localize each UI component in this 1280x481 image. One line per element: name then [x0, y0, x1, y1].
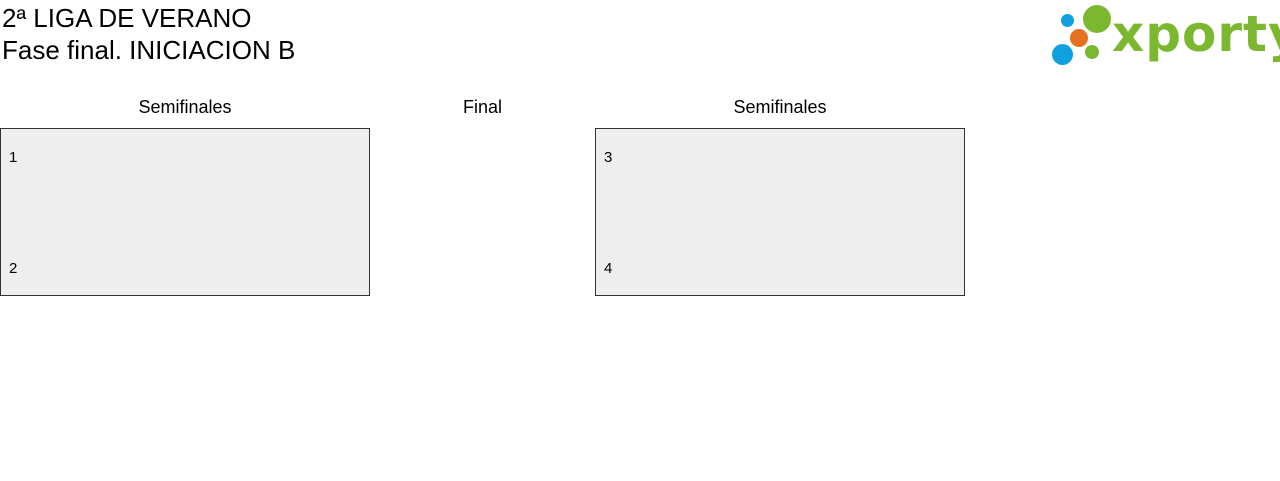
- page-subtitle: Fase final. INICIACION B: [2, 35, 296, 65]
- logo-dot-green-large: [1083, 5, 1111, 33]
- logo-text: xporty: [1112, 5, 1280, 63]
- logo-dot-green-small: [1085, 45, 1099, 59]
- semifinal-match-left[interactable]: 1 2: [0, 128, 370, 296]
- round-label-left-semifinals: Semifinales: [138, 97, 232, 117]
- semifinal-match-right[interactable]: 3 4: [595, 128, 965, 296]
- seed-2: 2: [9, 260, 18, 277]
- logo-dot-orange: [1070, 29, 1088, 47]
- seed-3: 3: [604, 149, 613, 166]
- round-label-final: Final: [462, 97, 502, 117]
- seed-4: 4: [604, 260, 613, 277]
- xporty-logo: xporty: [1050, 4, 1280, 68]
- logo-dot-blue-large: [1052, 44, 1073, 65]
- page-title: 2ª LIGA DE VERANO: [2, 3, 252, 33]
- title-block: 2ª LIGA DE VERANO Fase final. INICIACION…: [2, 2, 295, 66]
- logo-dot-blue-small: [1061, 14, 1074, 27]
- seed-1: 1: [9, 149, 18, 166]
- round-label-right-semifinals: Semifinales: [733, 97, 827, 117]
